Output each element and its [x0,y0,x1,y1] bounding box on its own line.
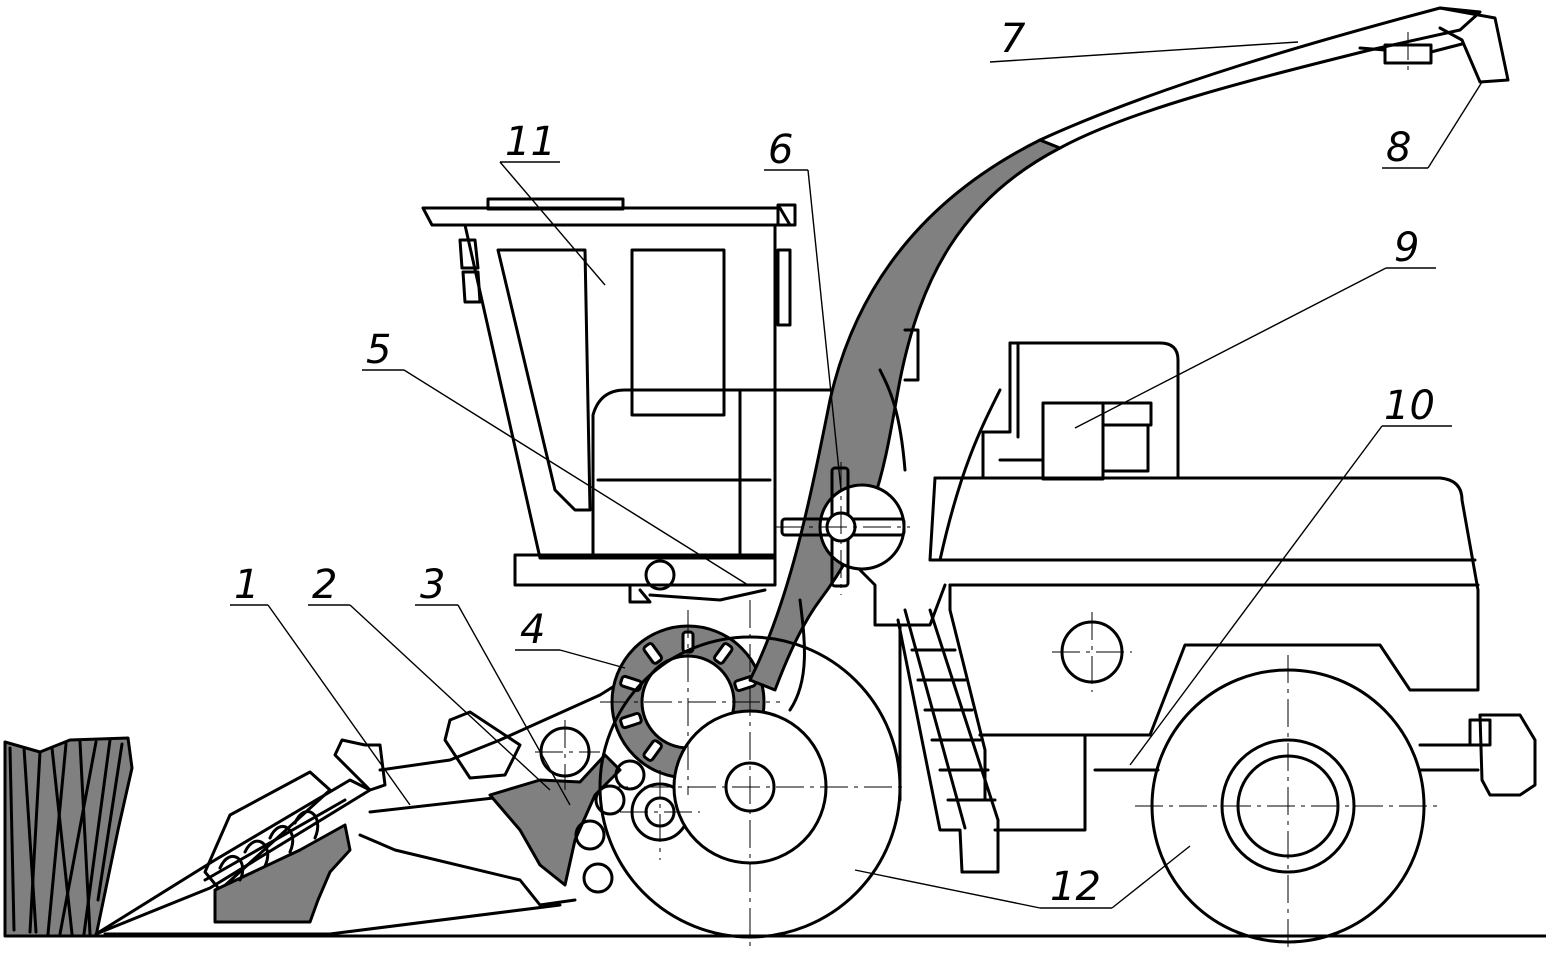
crop-stalks [3,736,134,938]
label-7: 7 [1000,16,1026,62]
label-3: 3 [420,562,445,608]
label-10: 10 [1384,383,1435,429]
drum-knife [642,739,663,762]
part-labels: 1 2 3 4 5 6 7 8 9 10 11 12 [234,16,1435,910]
leader-lines [230,41,1483,909]
label-2: 2 [312,562,337,608]
label-8: 8 [1386,125,1411,171]
label-6: 6 [768,127,793,173]
cab [421,197,832,604]
label-1: 1 [234,562,259,608]
label-12: 12 [1050,864,1101,910]
chute-deflector [1438,6,1510,84]
drum-knife [642,642,663,665]
label-9: 9 [1394,225,1419,271]
auger [203,798,347,882]
frame-ladder [788,328,1537,874]
feeder-pan [213,823,352,924]
label-5: 5 [366,327,391,373]
label-4: 4 [520,607,545,653]
feed-tray [488,753,622,887]
chute-upper [1038,6,1482,150]
drum-knife [713,642,734,665]
drum-knife [619,711,643,730]
axis-lines [535,32,1440,950]
label-11: 11 [505,119,556,165]
